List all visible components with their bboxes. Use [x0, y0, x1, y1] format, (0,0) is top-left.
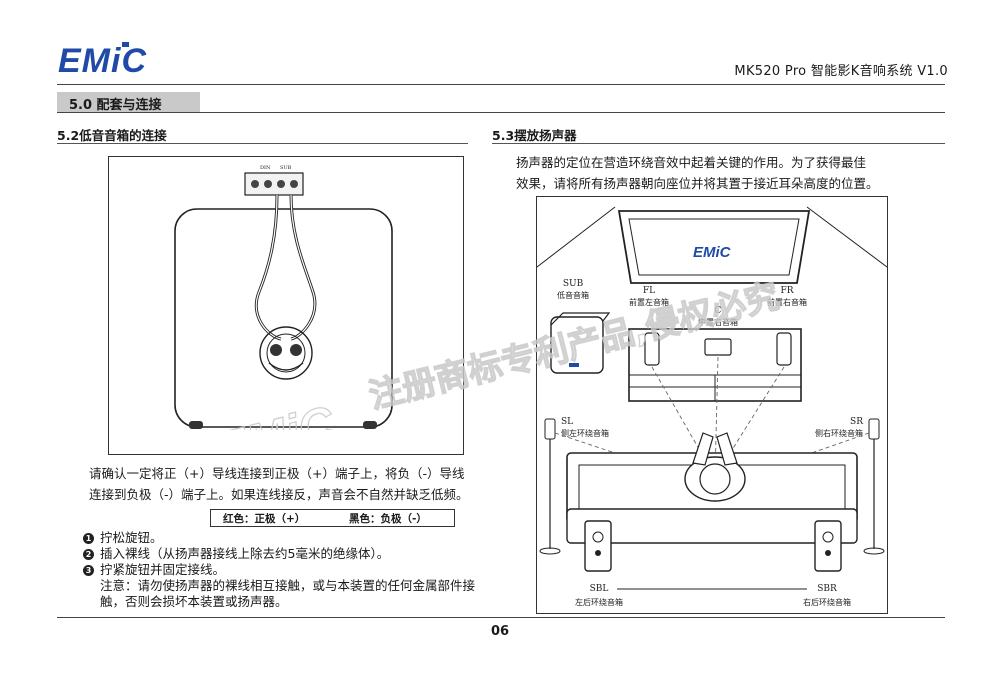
front-right-speaker: [776, 332, 792, 366]
label-sl-code: SL: [561, 417, 573, 427]
terminal-label-din: DIN: [260, 165, 271, 171]
label-fr-code: FR: [780, 286, 793, 296]
input-terminal-right: [290, 344, 302, 356]
input-plate-outer: [259, 326, 313, 380]
label-sbr-code: SBR: [817, 584, 837, 594]
step-text: 拧松旋钮。: [100, 530, 163, 545]
footer-divider: [57, 617, 945, 618]
subwoofer-foot-right: [363, 421, 377, 429]
label-sbl-code: SBL: [590, 584, 609, 594]
step-2: 2 插入裸线（从扬声器接线上除去约5毫米的绝缘体）。: [83, 546, 389, 562]
subwoofer-cabinet: [174, 208, 393, 428]
tv-screen: [628, 218, 800, 276]
right-subtitle: 5.3摆放扬声器: [492, 128, 577, 143]
label-fr-name: 前置右音箱: [767, 297, 807, 307]
document-title: MK520 Pro 智能影K音响系统 V1.0: [734, 64, 948, 79]
front-left-speaker: [644, 332, 660, 366]
step-text: 插入裸线（从扬声器接线上除去约5毫米的绝缘体）。: [100, 546, 390, 561]
step-number: 2: [83, 549, 94, 560]
center-speaker: [704, 338, 732, 356]
listener-figure: [684, 432, 746, 502]
terminal-knobs: [251, 180, 298, 188]
wire-color-legend: 红色：正极（+） 黑色：负极（-）: [210, 509, 455, 527]
section-title: 5.0 配套与连接: [69, 98, 162, 113]
step-text: 拧紧旋钮并固定接线。: [100, 562, 226, 577]
step-3: 3 拧紧旋钮并固定接线。: [83, 562, 225, 578]
terminal-label-sub: SUB: [280, 165, 292, 171]
label-c-code: C: [715, 306, 722, 316]
terminal-block: [244, 172, 304, 196]
logo-dot: [122, 42, 129, 47]
label-sub-code: SUB: [563, 279, 584, 289]
step-number: 3: [83, 565, 94, 576]
step-1: 1 拧松旋钮。: [83, 530, 163, 546]
subwoofer-connection-diagram: DIN SUB: [108, 156, 464, 455]
label-sub-name: 低音音箱: [557, 290, 589, 300]
rear-right-speaker: [814, 520, 842, 572]
label-sbl-name: 左后环绕音箱: [575, 597, 623, 607]
emic-logo: EMiC: [58, 42, 147, 78]
note-line-2: 触，否则会损坏本装置或扬声器。: [100, 594, 288, 609]
step-number: 1: [83, 533, 94, 544]
tv-frame: [617, 210, 811, 284]
right-subtitle-rule: [492, 143, 945, 144]
left-subtitle-rule: [57, 143, 468, 144]
label-sl-name: 侧左环绕音箱: [561, 428, 609, 438]
section-heading-tab: [57, 92, 200, 112]
speaker-placement-diagram: EMiC SUB 低音音箱 FL 前置左音箱 FR 前置右音箱 C 中置右音箱 …: [536, 196, 888, 614]
tv-logo: EMiC: [693, 244, 732, 261]
header-divider: [57, 84, 945, 85]
wire-black-label: 黑色：负极（-）: [349, 513, 427, 525]
note-line-1: 注意：请勿使扬声器的裸线相互接触，或与本装置的任何金属部件接: [100, 578, 476, 593]
logo-text: EMiC: [58, 42, 147, 78]
rear-left-speaker: [584, 520, 612, 572]
section-heading-band: 5.0 配套与连接: [57, 92, 945, 113]
page-number: 06: [490, 624, 510, 639]
label-sbr-name: 右后环绕音箱: [803, 597, 851, 607]
wire-red-label: 红色：正极（+）: [223, 513, 306, 525]
right-intro-line-1: 扬声器的定位在营造环绕音效中起着关键的作用。为了获得最佳: [516, 155, 867, 170]
wire-black: [289, 194, 317, 341]
side-right-speaker: [863, 418, 885, 555]
input-plate-inner: [266, 333, 306, 373]
right-intro-line-2: 效果，请将所有扬声器朝向座位并将其置于接近耳朵高度的位置。: [516, 176, 879, 191]
label-fl-code: FL: [643, 286, 655, 296]
left-intro-line-2: 连接到负极（-）端子上。如果连线接反，声音会不自然并缺乏低频。: [89, 487, 469, 502]
side-left-speaker: [539, 418, 561, 555]
subwoofer-foot-left: [189, 421, 203, 429]
left-subtitle: 5.2低音音箱的连接: [57, 128, 167, 143]
wire-red: [254, 194, 282, 341]
input-terminal-left: [270, 344, 282, 356]
label-c-name: 中置右音箱: [698, 317, 738, 327]
label-sr-name: 侧右环绕音箱: [815, 428, 863, 438]
label-fl-name: 前置左音箱: [629, 297, 669, 307]
left-intro-line-1: 请确认一定将正（+）导线连接到正极（+）端子上，将负（-）导线: [89, 466, 465, 481]
subwoofer-speaker: [550, 316, 604, 374]
label-sr-code: SR: [850, 417, 863, 427]
